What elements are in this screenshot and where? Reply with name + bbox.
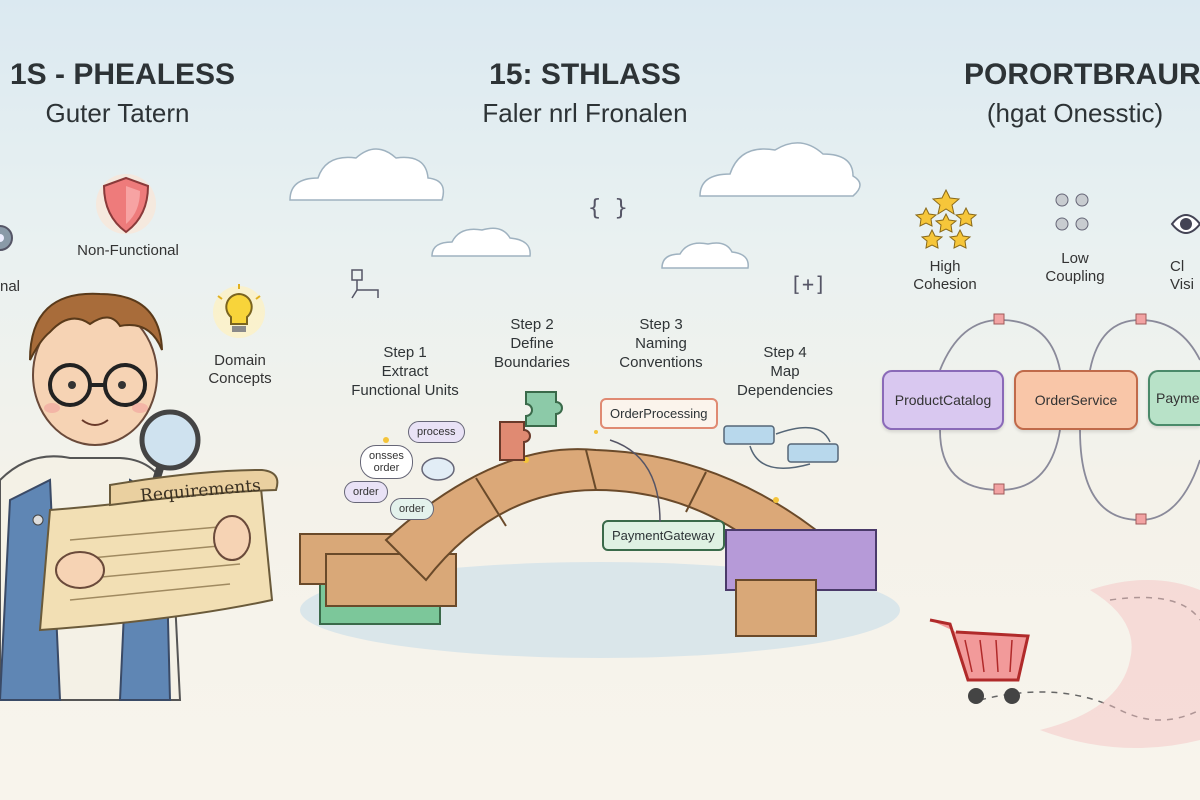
functional-label: nal	[0, 278, 21, 295]
gear-icon	[0, 225, 13, 251]
dependency-map-icon	[723, 425, 839, 469]
stars-icon	[914, 188, 978, 249]
right-subtitle: (hgat Onesstic)	[986, 98, 1164, 128]
step-4: Step 4 Map Dependencies	[730, 344, 840, 400]
middle-title: 15: STHLASS	[489, 58, 681, 91]
non-functional-label: Non-Functional	[77, 242, 179, 259]
middle-subtitle: Faler nrl Fronalen	[482, 98, 688, 128]
bracket-plus-icon: [+]	[790, 272, 827, 296]
tag-payment-gateway: PaymentGateway	[602, 520, 725, 551]
left-title: 1S - PHEALESS	[10, 58, 236, 91]
tag-connector	[609, 439, 661, 523]
step-1: Step 1 Extract Functional Units	[340, 344, 470, 400]
principle-3-line1: Cl	[1170, 258, 1185, 275]
step-1-number: Step 1	[383, 344, 427, 361]
step-2-number: Step 2	[510, 316, 554, 333]
step-1-line2: Functional Units	[351, 381, 459, 399]
shopping-cart-icon	[929, 580, 1200, 748]
step-4-line1: Map	[770, 362, 800, 380]
right-title: PORORTBRAUR	[964, 58, 1200, 91]
principle-clear-visibility: Cl Visi	[1170, 258, 1200, 294]
step-2: Step 2 Define Boundaries	[482, 316, 582, 372]
node-product-catalog: ProductCatalog	[882, 370, 1004, 430]
shield-icon	[96, 174, 156, 234]
bubble-order-1: order	[344, 481, 388, 503]
developer-character	[0, 292, 279, 701]
principle-3-line2: Visi	[1170, 276, 1194, 293]
tag-order-processing: OrderProcessing	[600, 398, 718, 429]
bridge-illustration	[299, 430, 877, 637]
step-4-number: Step 4	[763, 344, 807, 361]
bubble-order-2: order	[390, 498, 434, 520]
principle-2-line2: Coupling	[1045, 268, 1105, 285]
principle-1-line2: Cohesion	[913, 276, 977, 293]
bubble-process: process	[408, 421, 465, 443]
dots-grid-icon	[1055, 193, 1089, 231]
bubble-onsses-order: onsses order	[360, 445, 413, 480]
eye-icon	[1170, 214, 1200, 234]
step-4-line2: Dependencies	[737, 381, 833, 399]
step-1-line1: Extract	[381, 362, 429, 380]
lightbulb-icon	[213, 284, 265, 338]
puzzle-pieces-icon	[499, 391, 563, 461]
left-subtitle: Guter Tatern	[45, 98, 190, 128]
principle-2-line1: Low	[1061, 250, 1089, 267]
chat-bubble-icon	[421, 457, 455, 481]
step-2-line2: Boundaries	[494, 353, 570, 371]
principle-low-coupling: Low Coupling	[1030, 250, 1120, 286]
node-payment: Paymen	[1148, 370, 1200, 426]
step-3-line2: Conventions	[619, 353, 703, 371]
flowchart-icon	[351, 269, 379, 299]
service-connections	[939, 313, 1200, 525]
step-3: Step 3 Naming Conventions	[606, 316, 716, 372]
node-order-service: OrderService	[1014, 370, 1138, 430]
step-2-line1: Define	[510, 334, 554, 352]
principle-1-line1: High	[929, 258, 961, 275]
domain-concepts-label: Domain Concepts	[208, 352, 272, 387]
step-3-number: Step 3	[639, 316, 683, 333]
braces-icon: { }	[588, 196, 628, 221]
step-3-line1: Naming	[635, 334, 687, 352]
principle-high-cohesion: High Cohesion	[900, 258, 990, 294]
